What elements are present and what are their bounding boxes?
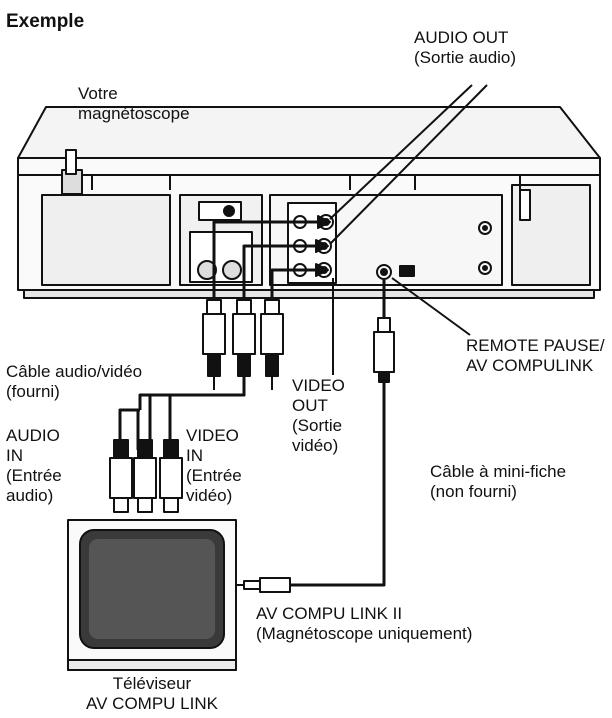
tv-unit <box>67 519 237 671</box>
diagram-title: Exemple <box>6 11 85 32</box>
av-cable-top <box>212 220 318 300</box>
mini-plug-bottom <box>230 577 291 593</box>
remote-pause-label: REMOTE PAUSE/AV COMPULINK <box>466 336 605 375</box>
vcr-unit <box>17 106 601 299</box>
mini-plug-top <box>373 317 395 383</box>
compulink-ii-label: AV COMPU LINK II(Magnétoscope uniquement… <box>256 604 473 643</box>
rca-plugs-bottom <box>109 439 183 513</box>
audio-out-label: AUDIO OUT(Sortie audio) <box>414 28 517 67</box>
mini-plug-cable-label: Câble à mini-fiche(non fourni) <box>430 462 567 501</box>
rca-plugs-top <box>202 299 284 377</box>
av-cable-label: Câble audio/vidéo(fourni) <box>6 362 143 401</box>
